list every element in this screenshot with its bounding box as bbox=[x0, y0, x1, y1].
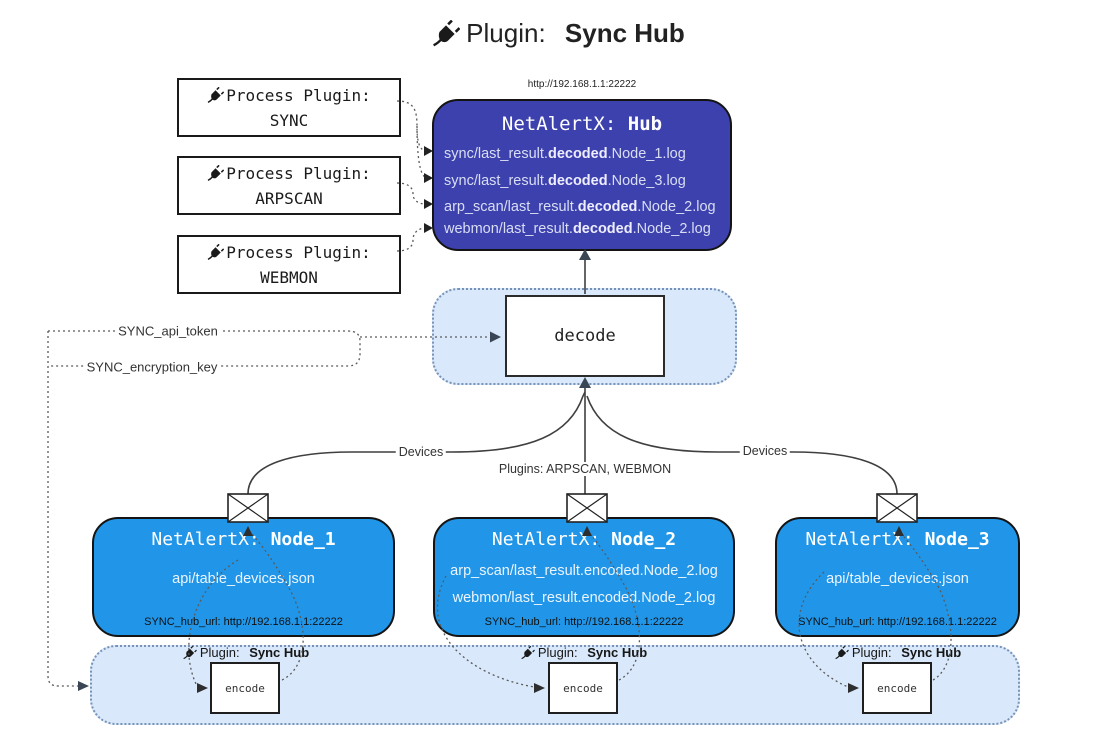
node-title: NetAlertX: Node_3 bbox=[805, 529, 990, 550]
process-plugin-label: Process Plugin: bbox=[226, 242, 371, 262]
node-hub-url: SYNC_hub_url: http://192.168.1.1:22222 bbox=[144, 616, 343, 628]
hub-log-line: sync/last_result.decoded.Node_3.log bbox=[444, 173, 686, 189]
decode-label: decode bbox=[554, 326, 616, 346]
node-file: webmon/last_result.encoded.Node_2.log bbox=[452, 590, 716, 606]
encode-plugin-label: Plugin: Sync Hub bbox=[183, 645, 309, 660]
plug-icon bbox=[433, 19, 461, 46]
process-plugin-label: Process Plugin: bbox=[226, 85, 371, 105]
plug-icon bbox=[207, 164, 225, 181]
node-file: api/table_devices.json bbox=[826, 571, 969, 587]
encode-box[interactable]: encode bbox=[548, 662, 618, 714]
process-plugin-arpscan[interactable]: Process Plugin: ARPSCAN bbox=[177, 156, 401, 215]
node-title: NetAlertX: Node_1 bbox=[151, 529, 336, 550]
hub-url-label: http://192.168.1.1:22222 bbox=[527, 79, 637, 90]
encode-label: encode bbox=[225, 681, 265, 695]
sync-encryption-key-label: SYNC_encryption_key bbox=[83, 359, 221, 375]
process-plugin-name: WEBMON bbox=[260, 267, 318, 287]
process-plugin-webmon[interactable]: Process Plugin: WEBMON bbox=[177, 235, 401, 294]
page-title: Plugin: Sync Hub bbox=[0, 18, 1117, 49]
encode-plugin-label: Plugin: Sync Hub bbox=[521, 645, 647, 660]
hub-log-line: sync/last_result.decoded.Node_1.log bbox=[444, 146, 686, 162]
hub-log-line: webmon/last_result.decoded.Node_2.log bbox=[444, 221, 711, 237]
plug-icon bbox=[207, 243, 225, 260]
hub-title: NetAlertX: Hub bbox=[501, 113, 663, 135]
node-file: api/table_devices.json bbox=[172, 571, 315, 587]
devices-left-label: Devices bbox=[395, 445, 447, 459]
plug-icon bbox=[835, 645, 849, 659]
sync-api-token-label: SYNC_api_token bbox=[115, 323, 221, 339]
plug-icon bbox=[183, 645, 197, 659]
encode-plugin-label: Plugin: Sync Hub bbox=[835, 645, 961, 660]
encode-label: encode bbox=[877, 681, 917, 695]
node-hub-url: SYNC_hub_url: http://192.168.1.1:22222 bbox=[484, 616, 684, 628]
node-3-box[interactable]: NetAlertX: Node_3 api/table_devices.json… bbox=[775, 517, 1020, 637]
encode-box[interactable]: encode bbox=[862, 662, 932, 714]
plug-icon bbox=[207, 86, 225, 103]
plugins-mid-label: Plugins: ARPSCAN, WEBMON bbox=[495, 462, 675, 476]
devices-right-label: Devices bbox=[739, 444, 791, 458]
node-hub-url: SYNC_hub_url: http://192.168.1.1:22222 bbox=[798, 616, 997, 628]
process-plugin-name: ARPSCAN bbox=[255, 188, 323, 208]
node-1-box[interactable]: NetAlertX: Node_1 api/table_devices.json… bbox=[92, 517, 395, 637]
encode-box[interactable]: encode bbox=[210, 662, 280, 714]
hub-log-line: arp_scan/last_result.decoded.Node_2.log bbox=[444, 199, 716, 215]
title-name: Sync Hub bbox=[564, 18, 685, 48]
node-2-box[interactable]: NetAlertX: Node_2 arp_scan/last_result.e… bbox=[433, 517, 735, 637]
hub-box[interactable]: NetAlertX: Hub sync/last_result.decoded.… bbox=[432, 99, 732, 251]
node-file: arp_scan/last_result.encoded.Node_2.log bbox=[450, 563, 718, 579]
plug-icon bbox=[521, 645, 535, 659]
encode-label: encode bbox=[563, 681, 603, 695]
process-plugin-name: SYNC bbox=[269, 110, 309, 130]
process-plugin-label: Process Plugin: bbox=[226, 163, 371, 183]
process-plugin-sync[interactable]: Process Plugin: SYNC bbox=[177, 78, 401, 137]
decode-box[interactable]: decode bbox=[505, 295, 665, 377]
title-prefix: Plugin: bbox=[466, 18, 546, 48]
node-title: NetAlertX: Node_2 bbox=[491, 529, 677, 550]
